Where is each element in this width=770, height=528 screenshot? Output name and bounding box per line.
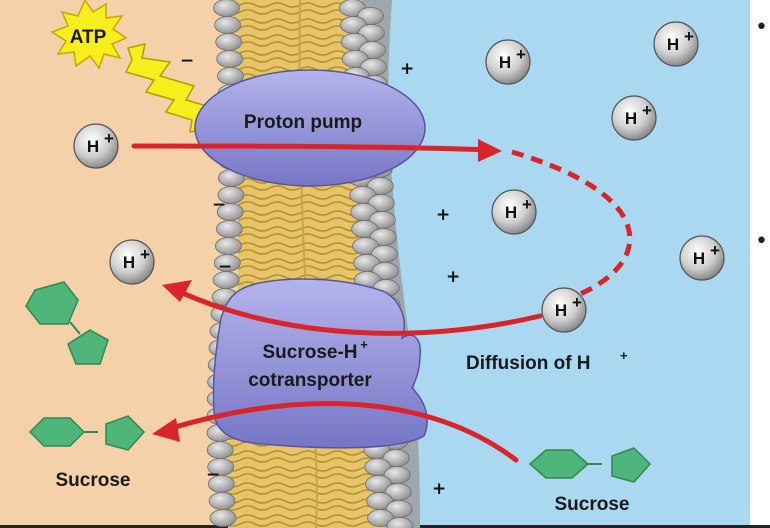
lipid-head [215, 220, 243, 238]
lipid-head [209, 509, 237, 527]
svg-text:+: + [140, 245, 150, 264]
svg-text:H: H [667, 35, 679, 54]
positive-charge-1: + [400, 59, 414, 79]
svg-text:+: + [572, 293, 582, 312]
sucrose-molecule-left-upper [25, 281, 109, 365]
lipid-head [367, 509, 394, 527]
negative-charge-3: − [218, 257, 232, 277]
h-ion-right-1: H + [485, 39, 531, 85]
cotransporter-label-line1: Sucrose-H [262, 342, 357, 363]
lipid-head [213, 0, 240, 17]
svg-text:H: H [505, 203, 517, 222]
svg-text:H: H [123, 253, 135, 272]
lipid-head [386, 517, 414, 528]
svg-text:H: H [625, 109, 637, 128]
cotransporter-label-line2: cotransporter [248, 370, 372, 391]
sucrose-transport-arrow [169, 401, 519, 463]
diffusion-label: Diffusion of H [466, 353, 591, 374]
svg-text:H: H [499, 53, 511, 72]
lipid-head [214, 16, 242, 34]
positive-charge-2: + [436, 205, 450, 225]
atp-label: ATP [70, 27, 107, 48]
lipid-head [214, 237, 242, 255]
margin-strip [750, 0, 770, 528]
lipid-head [216, 50, 244, 68]
proton-pumping-arrow [131, 143, 493, 153]
negative-charge-2: − [212, 195, 226, 215]
svg-text:+: + [642, 101, 652, 120]
h-ion-right-3: H + [611, 95, 657, 141]
sucrose-label-right: Sucrose [555, 494, 630, 515]
positive-charge-3: + [446, 267, 460, 287]
atp-burst-icon [50, 0, 128, 70]
proton-pump-label: Proton pump [244, 112, 362, 133]
h-ion-right-4: H + [491, 189, 537, 235]
svg-text:+: + [710, 241, 720, 260]
h-ion-left-middle: H + [109, 239, 155, 285]
proton-return-arrow [177, 289, 543, 336]
svg-text:H: H [87, 137, 99, 156]
h-ion-diffusing: H + [541, 287, 587, 333]
svg-text:+: + [522, 195, 532, 214]
svg-text:H: H [555, 301, 567, 320]
sucrose-molecule-left-lower [28, 415, 146, 451]
diffusion-label-charge: + [620, 348, 628, 363]
sucrose-label-left: Sucrose [56, 470, 131, 491]
h-ion-right-2: H + [653, 21, 699, 67]
proton-pumping-arrowhead [478, 139, 502, 162]
sucrose-molecule-right [528, 447, 652, 483]
positive-charge-4: + [432, 479, 446, 499]
negative-charge-1: − [180, 51, 194, 71]
lipid-head [206, 441, 234, 459]
slide-bullet-2: • [755, 229, 768, 254]
negative-charge-4: − [206, 465, 220, 485]
cotransporter-charge: + [360, 337, 368, 352]
svg-text:+: + [684, 27, 694, 46]
h-ion-right-5: H + [679, 235, 725, 281]
h-ion-left-top: H + [73, 123, 119, 169]
proton-return-arrowhead [162, 280, 192, 302]
svg-text:+: + [516, 45, 526, 64]
sucrose-h-cotransporter [212, 278, 428, 449]
slide-bullet-1: • [755, 15, 768, 40]
proton-pump [194, 69, 426, 187]
sucrose-transport-arrowhead [152, 418, 180, 442]
svg-text:H: H [693, 249, 705, 268]
lipid-head [215, 33, 243, 51]
svg-text:+: + [104, 129, 114, 148]
lipid-head [208, 492, 236, 510]
